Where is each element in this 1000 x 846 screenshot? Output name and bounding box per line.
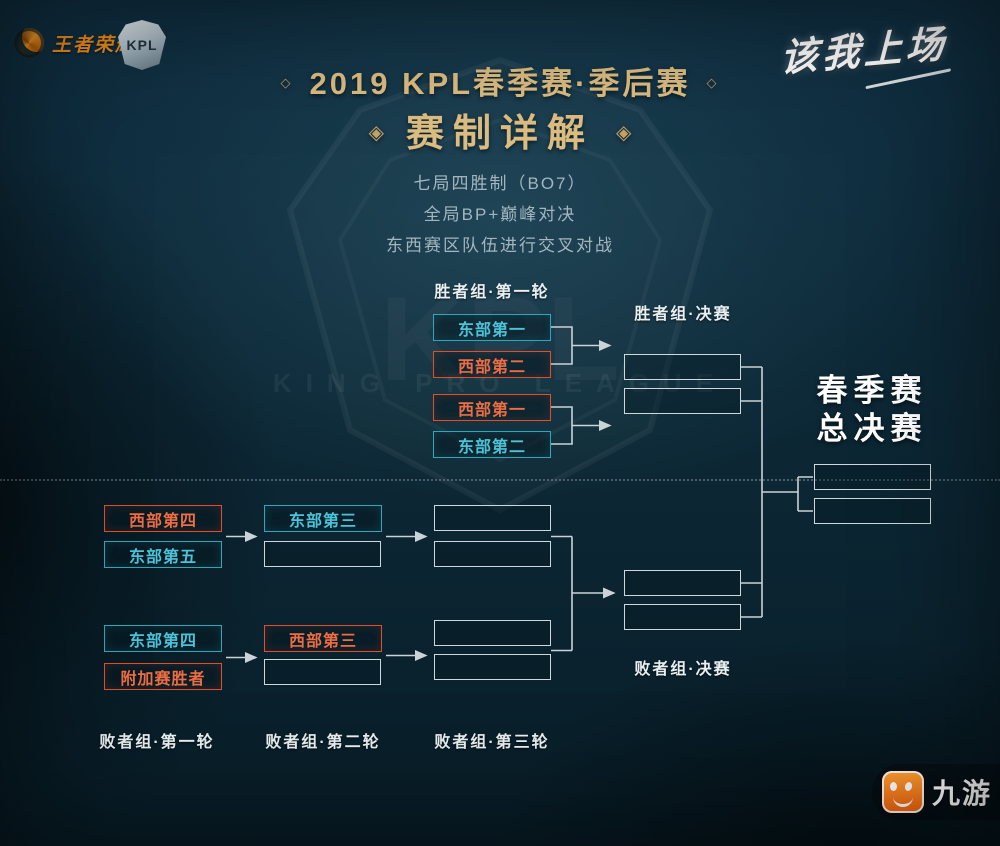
label-winners-round1: 胜者组·第一轮 bbox=[434, 284, 550, 301]
rule-line: 全局BP+巅峰对决 bbox=[423, 205, 577, 224]
kpl-shield-icon: KPL bbox=[118, 20, 166, 70]
team-box-east-first: 东部第一 bbox=[433, 314, 551, 341]
9game-logo-text: 九游 bbox=[932, 778, 993, 809]
diamond-ornament-icon: ◇ bbox=[706, 75, 720, 90]
honor-of-kings-icon bbox=[14, 28, 44, 58]
team-box-east-third: 东部第三 bbox=[264, 505, 382, 532]
team-box-west-first: 西部第一 bbox=[433, 394, 551, 421]
label-losers-final: 败者组·决赛 bbox=[634, 661, 732, 678]
grand-final-title: 春季赛 总决赛 bbox=[772, 372, 972, 448]
team-box-east-fourth: 东部第四 bbox=[104, 625, 222, 652]
9game-watermark: 九游 bbox=[872, 764, 1000, 820]
team-box-east-second: 东部第二 bbox=[433, 431, 551, 458]
slot-losers-round3-2 bbox=[434, 541, 551, 567]
team-box-west-fourth: 西部第四 bbox=[104, 505, 222, 532]
team-box-east-fifth: 东部第五 bbox=[104, 541, 222, 568]
slot-losers-final-2 bbox=[624, 604, 741, 630]
slot-losers-round3-1 bbox=[434, 505, 551, 531]
team-box-west-third: 西部第三 bbox=[264, 625, 382, 652]
rule-line: 东西赛区队伍进行交叉对战 bbox=[386, 236, 614, 255]
smiley-eye bbox=[890, 782, 897, 791]
rule-line: 七局四胜制（BO7） bbox=[413, 174, 587, 193]
9game-smiley-icon bbox=[882, 771, 924, 813]
grand-final-title-line1: 春季赛 bbox=[816, 373, 928, 408]
slot-winners-final-2 bbox=[624, 388, 741, 414]
smiley-eye bbox=[903, 781, 914, 792]
slot-grand-final-2 bbox=[814, 498, 931, 524]
slot-winners-final-1 bbox=[624, 354, 741, 380]
label-losers-round3: 败者组·第三轮 bbox=[434, 734, 550, 751]
subtitle-text: 赛制详解 bbox=[405, 113, 594, 155]
label-losers-round1: 败者组·第一轮 bbox=[99, 734, 215, 751]
slot-losers-round3-3 bbox=[434, 620, 551, 646]
kpl-logo-text: KPL bbox=[126, 37, 158, 53]
smiley-mouth bbox=[893, 793, 913, 807]
grand-final-title-line2: 总决赛 bbox=[816, 411, 928, 446]
team-box-playin-winner: 附加赛胜者 bbox=[104, 663, 222, 690]
subtitle: ◈ 赛制详解 ◈ bbox=[0, 102, 1000, 157]
format-rules: 七局四胜制（BO7） 全局BP+巅峰对决 东西赛区队伍进行交叉对战 bbox=[0, 168, 1000, 261]
slot-grand-final-1 bbox=[814, 464, 931, 490]
team-box-west-second: 西部第二 bbox=[433, 351, 551, 378]
slot-losers-round2-1 bbox=[264, 541, 381, 567]
diamond-ornament-icon: ◈ bbox=[368, 122, 384, 144]
slot-losers-round3-4 bbox=[434, 654, 551, 680]
slot-losers-round2-2 bbox=[264, 659, 381, 685]
page-title: ◇ 2019 KPL春季赛·季后赛 ◇ bbox=[0, 58, 1000, 103]
label-winners-final: 胜者组·决赛 bbox=[634, 306, 732, 323]
honor-of-kings-logo-text: 王者荣耀 bbox=[52, 34, 137, 56]
slot-losers-final-1 bbox=[624, 570, 741, 596]
diamond-ornament-icon: ◈ bbox=[616, 122, 632, 144]
page-title-text: 2019 KPL春季赛·季后赛 bbox=[309, 66, 691, 101]
label-losers-round2: 败者组·第二轮 bbox=[265, 734, 381, 751]
diamond-ornament-icon: ◇ bbox=[280, 75, 294, 90]
brand-left: 王者荣耀 bbox=[14, 28, 136, 58]
